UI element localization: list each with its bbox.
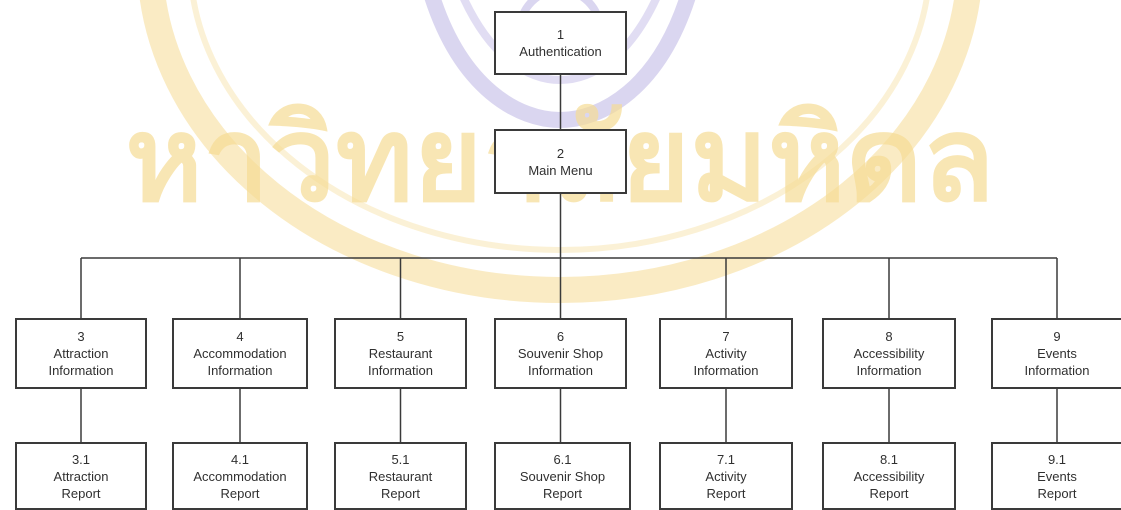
node-number: 4.1: [230, 451, 250, 467]
node-restaurant-report: 5.1 Restaurant Report: [334, 442, 467, 510]
node-number: 5: [396, 329, 405, 344]
node-authentication: 1 Authentication: [494, 11, 627, 75]
node-label-line2: Information: [693, 363, 759, 378]
node-number: 8.1: [879, 451, 899, 467]
node-label-line2: Information: [367, 363, 434, 378]
node-label-line1: Activity: [705, 346, 747, 361]
node-number: 9.1: [1047, 451, 1067, 467]
node-souvenir-shop-information: 6 Souvenir Shop Information: [494, 318, 627, 389]
node-label-line1: Restaurant: [368, 346, 433, 361]
node-label-line2: Information: [207, 363, 273, 378]
node-activity-report: 7.1 Activity Report: [659, 442, 793, 510]
node-accommodation-report: 4.1 Accommodation Report: [172, 442, 308, 510]
node-label-line1: Restaurant: [368, 468, 433, 484]
node-number: 3.1: [71, 451, 91, 467]
node-number: 4: [236, 329, 244, 344]
node-label-line1: Souvenir Shop: [519, 468, 606, 484]
node-attraction-report: 3.1 Attraction Report: [15, 442, 147, 510]
node-main-menu: 2 Main Menu: [494, 129, 627, 194]
node-number: 3: [77, 329, 85, 344]
node-number: 8: [885, 329, 893, 344]
node-number: 6.1: [553, 451, 572, 467]
node-number: 7: [722, 329, 730, 344]
node-label-line2: Report: [61, 485, 101, 501]
node-accessibility-information: 8 Accessibility Information: [822, 318, 956, 389]
node-souvenir-shop-report: 6.1 Souvenir Shop Report: [494, 442, 631, 510]
node-label-line1: Souvenir Shop: [517, 346, 604, 361]
node-label-line1: Accessibility: [853, 468, 925, 484]
node-events-information: 9 Events Information: [991, 318, 1121, 389]
node-events-report: 9.1 Events Report: [991, 442, 1121, 510]
node-number: 2: [556, 145, 565, 161]
node-label-line2: Report: [220, 485, 260, 501]
node-label-line2: Report: [1037, 485, 1077, 501]
node-label-line1: Events: [1037, 346, 1077, 361]
node-label-line2: Information: [856, 363, 922, 378]
node-accommodation-information: 4 Accommodation Information: [172, 318, 308, 389]
node-label-line2: Information: [48, 363, 114, 378]
node-label-line1: Events: [1037, 468, 1077, 484]
node-number: 9: [1053, 329, 1061, 344]
node-label-line1: Accommodation: [193, 346, 287, 361]
node-number: 7.1: [716, 451, 736, 467]
node-label-line1: Accommodation: [193, 468, 287, 484]
node-number: 1: [556, 27, 565, 42]
node-label-line2: Report: [869, 485, 909, 501]
node-label-line2: Information: [527, 363, 594, 378]
node-label-line2: Report: [380, 485, 421, 501]
node-label-line2: Report: [706, 485, 746, 501]
node-label-line1: Accessibility: [853, 346, 925, 361]
node-label-line2: Report: [542, 485, 583, 501]
node-label-line1: Attraction: [53, 346, 109, 361]
node-activity-information: 7 Activity Information: [659, 318, 793, 389]
node-number: 6: [556, 329, 565, 344]
node-restaurant-information: 5 Restaurant Information: [334, 318, 467, 389]
node-label-line1: Attraction: [53, 468, 109, 484]
node-label: Authentication: [519, 44, 602, 59]
node-attraction-information: 3 Attraction Information: [15, 318, 147, 389]
node-accessibility-report: 8.1 Accessibility Report: [822, 442, 956, 510]
node-label-line2: Information: [1024, 363, 1090, 378]
node-label-line1: Activity: [705, 468, 747, 484]
node-number: 5.1: [391, 451, 410, 467]
node-label: Main Menu: [528, 162, 593, 178]
